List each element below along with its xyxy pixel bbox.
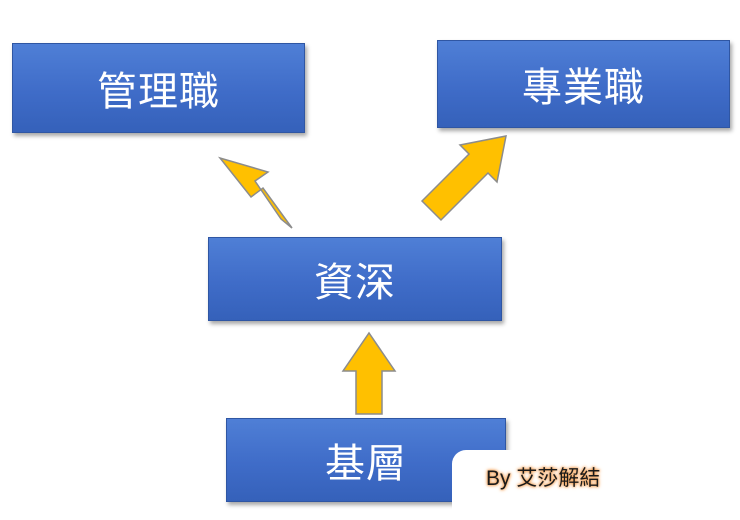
node-base-label: 基層: [325, 441, 407, 487]
node-senior-label: 資深: [314, 260, 396, 306]
node-management-label: 管理職: [97, 69, 220, 115]
node-management: 管理職: [12, 43, 305, 133]
arrow-up-right-icon: [420, 135, 507, 222]
author-credit: By 艾莎解結: [486, 467, 601, 490]
node-professional-label: 專業職: [522, 65, 645, 111]
arrow-up-icon: [341, 331, 397, 415]
node-senior: 資深: [208, 237, 502, 321]
arrow-up-left-icon: [217, 156, 293, 229]
node-professional: 專業職: [437, 40, 730, 128]
credit-background: [452, 450, 622, 512]
